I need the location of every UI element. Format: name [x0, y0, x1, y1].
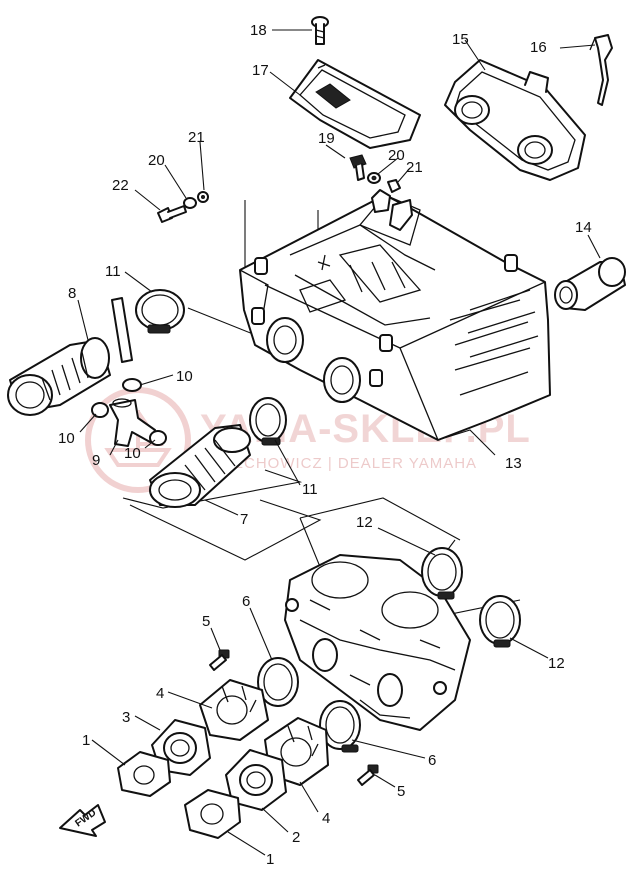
callout-21-upper: 21 [406, 159, 423, 176]
callout-1-lower: 1 [266, 851, 274, 868]
callout-labels: 18 17 15 16 19 20 21 21 20 22 14 11 8 10… [58, 22, 592, 868]
callout-3: 3 [122, 709, 130, 726]
nut-21-lower [197, 191, 209, 203]
callout-15: 15 [452, 31, 469, 48]
callout-6-upper: 6 [242, 593, 250, 610]
breather-hose [111, 297, 133, 363]
callout-17: 17 [252, 62, 269, 79]
t-joint [109, 398, 156, 447]
clamp-6-upper [257, 657, 299, 707]
intake-boot-right [149, 424, 251, 508]
clamp-6-lower [319, 700, 361, 753]
air-box-port-right [323, 357, 361, 403]
callout-14: 14 [575, 219, 592, 236]
bolt-5-lower [357, 764, 379, 786]
gasket-lower [184, 789, 241, 839]
carb-joint-upper [199, 679, 269, 741]
bolt-19 [349, 154, 367, 181]
callout-10-upper: 10 [176, 368, 193, 385]
carburetor-assembly [284, 554, 471, 731]
callout-22: 22 [112, 177, 129, 194]
callout-10-left: 10 [58, 430, 75, 447]
callout-6-lower: 6 [428, 752, 436, 769]
hose-clip-left [91, 402, 109, 418]
bolt-22 [157, 205, 187, 223]
callout-11-lower: 11 [302, 481, 318, 498]
clamp-11-upper [135, 289, 185, 334]
callout-7: 7 [240, 511, 248, 528]
callout-4-upper: 4 [156, 685, 164, 702]
clamp-11-lower [249, 397, 287, 446]
clamp-12-lower [479, 595, 521, 648]
clamp-12-upper [421, 547, 463, 600]
air-filter-element [444, 59, 586, 181]
callout-2: 2 [292, 829, 300, 846]
callout-21-lower: 21 [188, 129, 205, 146]
callout-12-upper: 12 [356, 514, 373, 531]
gasket-upper [117, 751, 171, 797]
forward-arrow-icon: FWD [59, 804, 106, 837]
air-box-port-left [266, 317, 304, 363]
leader-lines [77, 29, 601, 856]
callout-20-upper: 20 [388, 147, 405, 164]
callout-19: 19 [318, 130, 335, 147]
air-box [239, 189, 551, 441]
bolt-5-upper [209, 649, 230, 671]
cover-screw [311, 16, 329, 45]
filter-clip [589, 34, 613, 106]
air-box-body [239, 194, 551, 441]
callout-4-lower: 4 [322, 810, 330, 827]
callout-13: 13 [505, 455, 522, 472]
callout-18: 18 [250, 22, 267, 39]
callout-16: 16 [530, 39, 547, 56]
intake-boot-left [7, 337, 111, 416]
callout-8: 8 [68, 285, 76, 302]
callout-10-right: 10 [124, 445, 141, 462]
hose-clip-upper [122, 378, 142, 392]
hose-clip-right [149, 430, 167, 446]
air-box-cover [289, 59, 421, 149]
callout-9: 9 [92, 452, 100, 469]
intake-duct [554, 257, 626, 311]
callout-5-lower: 5 [397, 783, 405, 800]
washer-20-upper [367, 172, 381, 184]
callout-11-upper: 11 [105, 263, 121, 280]
watermark-sub-text: CIECHOWICZ | DEALER YAMAHA [216, 455, 477, 472]
callout-5-upper: 5 [202, 613, 210, 630]
callout-12-lower: 12 [548, 655, 565, 672]
callout-20-lower: 20 [148, 152, 165, 169]
callout-1-upper: 1 [82, 732, 90, 749]
washer-20-lower [183, 197, 197, 209]
nut-21-upper [387, 179, 401, 193]
